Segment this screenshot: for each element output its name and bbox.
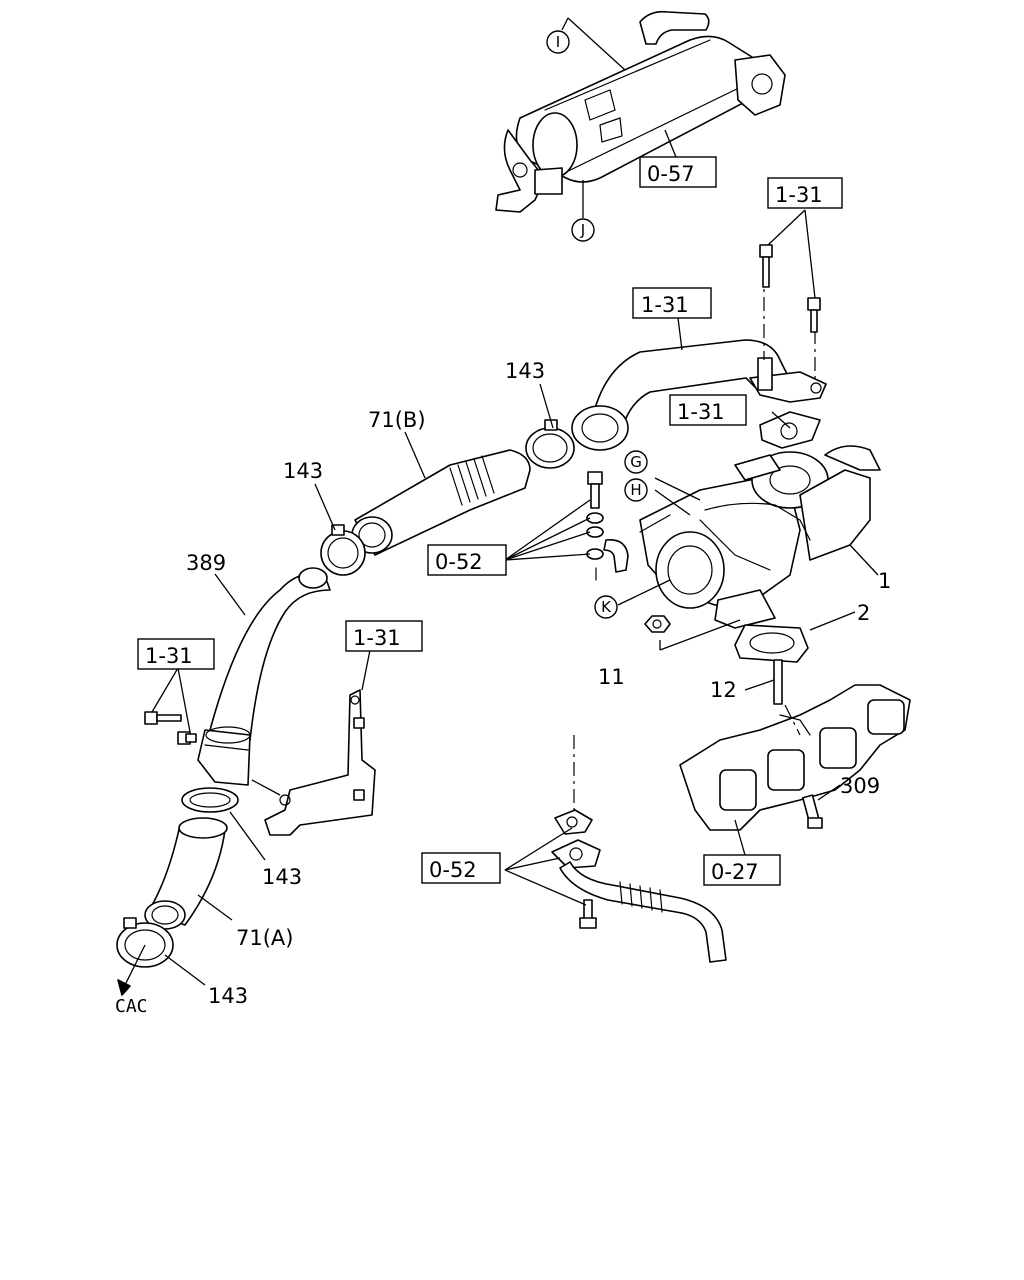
gasket-turbine	[734, 624, 809, 663]
intake-hose-a	[144, 817, 228, 930]
ref-1-31-bracket: 1-31	[345, 620, 423, 652]
leader-lines	[151, 17, 879, 986]
svg-text:0-52: 0-52	[429, 858, 477, 882]
marker-J: J	[571, 218, 595, 242]
svg-text:K: K	[601, 598, 612, 616]
callout-143-mid: 143	[262, 865, 302, 889]
callout-1: 1	[878, 569, 891, 593]
marker-G: G	[624, 450, 648, 474]
turbocharger	[639, 445, 881, 629]
ref-1-31-left: 1-31	[137, 638, 215, 670]
ref-0-52-upper: 0-52	[427, 544, 507, 576]
svg-text:1-31: 1-31	[775, 183, 823, 207]
ref-0-57: 0-57	[639, 156, 717, 188]
bolt-manifold	[802, 794, 823, 829]
callout-cac: CAC	[115, 996, 148, 1017]
ref-0-27: 0-27	[703, 854, 781, 886]
egr-pipe	[551, 735, 727, 963]
callout-143-left: 143	[283, 459, 323, 483]
bolts-top	[759, 244, 821, 333]
hose-clamp-mid	[181, 787, 239, 813]
callout-71a: 71(A)	[236, 926, 293, 950]
svg-text:0-52: 0-52	[435, 550, 483, 574]
marker-K: K	[594, 595, 618, 619]
ref-1-31-mid: 1-31	[669, 394, 747, 426]
turbo-outlet-pipe	[571, 270, 827, 451]
ref-1-31-upper: 1-31	[632, 287, 712, 319]
marker-H: H	[624, 478, 648, 502]
callout-389: 389	[186, 551, 226, 575]
mounting-bracket	[264, 689, 376, 836]
svg-text:G: G	[630, 453, 642, 471]
oil-line-fittings	[586, 471, 629, 581]
hose-clamp-b	[320, 524, 366, 576]
svg-text:1-31: 1-31	[145, 644, 193, 668]
svg-text:1-31: 1-31	[677, 400, 725, 424]
svg-text:1-31: 1-31	[353, 626, 401, 650]
svg-text:1-31: 1-31	[641, 293, 689, 317]
ref-1-31-top: 1-31	[767, 177, 843, 209]
callout-143-bottom: 143	[208, 984, 248, 1008]
exhaust-manifold	[679, 684, 911, 831]
svg-text:J: J	[580, 221, 585, 239]
svg-text:0-27: 0-27	[711, 860, 759, 884]
svg-text:I: I	[556, 33, 560, 51]
svg-text:0-57: 0-57	[647, 162, 695, 186]
marker-I: I	[546, 30, 570, 54]
callout-71b: 71(B)	[368, 408, 426, 432]
bolts-left	[144, 711, 197, 745]
svg-text:H: H	[630, 481, 641, 499]
callout-11: 11	[598, 665, 625, 689]
callout-2: 2	[857, 601, 870, 625]
egr-cooler	[495, 10, 786, 213]
cac-arrow	[117, 944, 146, 996]
stud	[773, 659, 783, 705]
intake-hose-b	[351, 419, 575, 556]
callout-12: 12	[710, 678, 737, 702]
callout-143-top: 143	[505, 359, 545, 383]
intercooler-pipe	[197, 567, 331, 796]
gasket-outlet	[759, 411, 821, 449]
callout-309: 309	[840, 774, 880, 798]
nut	[644, 615, 671, 633]
ref-0-52-lower: 0-52	[421, 852, 501, 884]
